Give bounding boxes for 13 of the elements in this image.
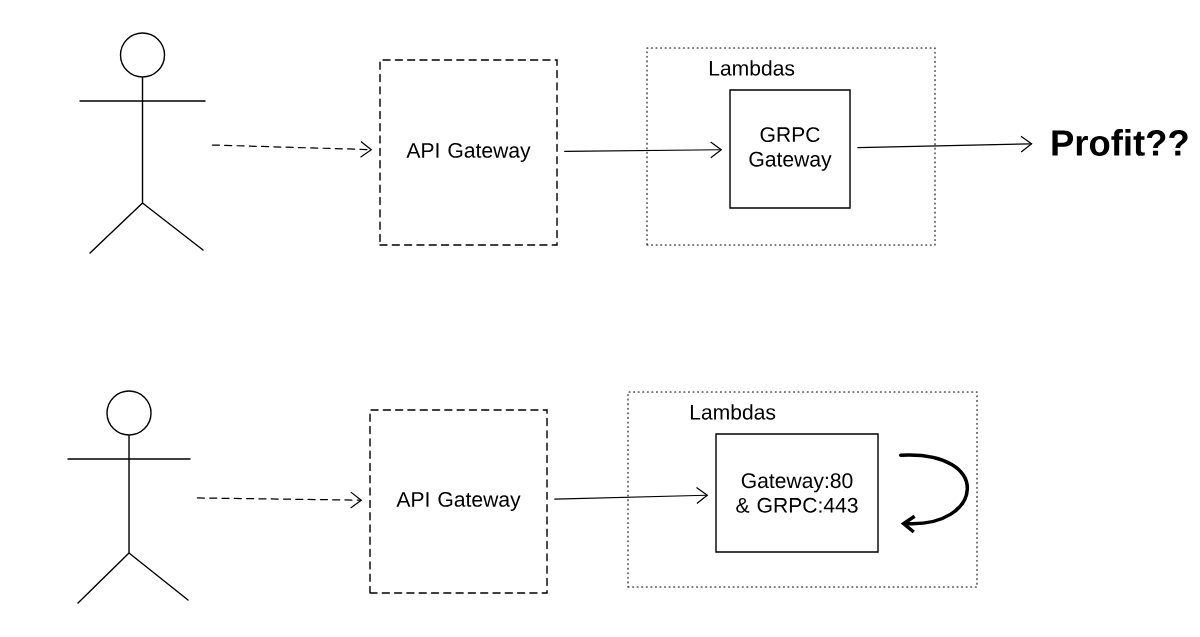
- process-box: Gateway:80 & GRPC:443: [715, 433, 879, 553]
- dashed-box: API Gateway: [369, 409, 548, 594]
- arrow: [554, 487, 709, 505]
- person-drawing: [79, 32, 206, 254]
- person-drawing: [67, 390, 191, 604]
- text-label: Profit??: [1052, 129, 1188, 156]
- arrow: [211, 140, 373, 158]
- arrow: [898, 453, 970, 534]
- dashed-box: API Gateway: [379, 59, 558, 246]
- arrow: [196, 491, 363, 509]
- arrow: [564, 141, 723, 159]
- arrow: [857, 135, 1033, 153]
- process-box: GRPC Gateway: [729, 89, 851, 209]
